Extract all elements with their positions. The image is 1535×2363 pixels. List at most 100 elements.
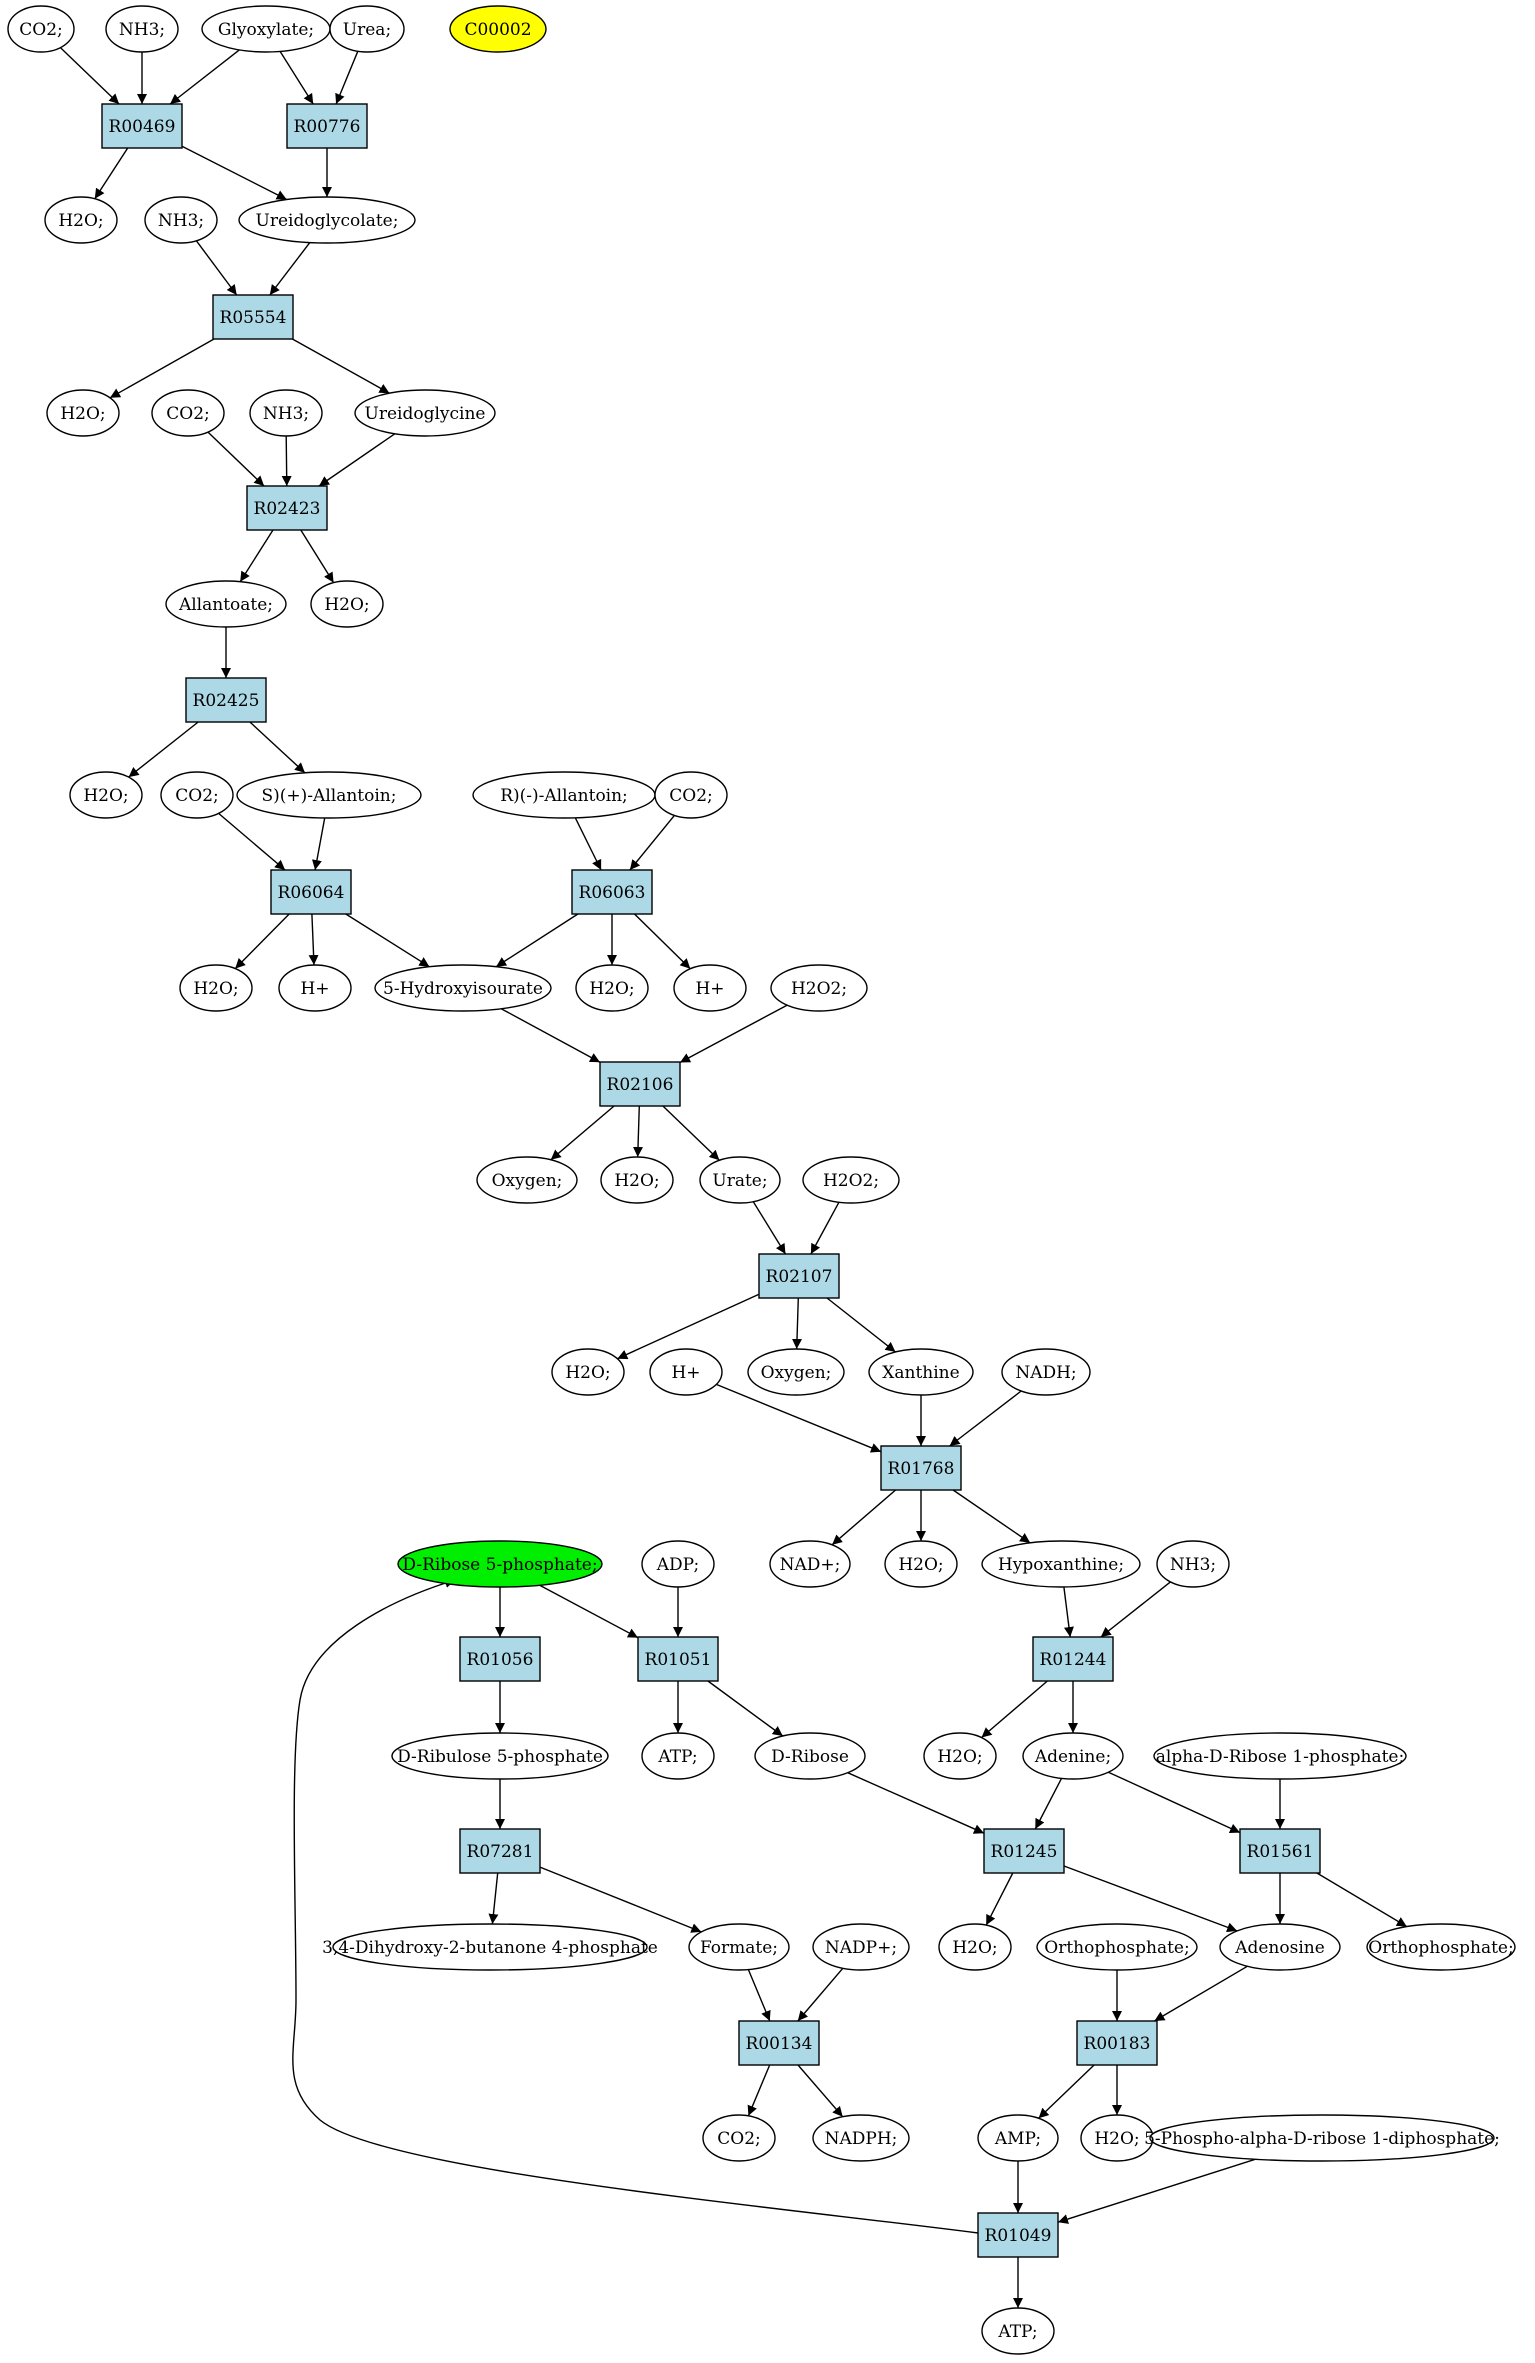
compound-node-c_ribulose5p: D-Ribulose 5-phosphate <box>391 1732 609 1780</box>
reaction-label: R00134 <box>746 2034 813 2054</box>
compound-node-c_nadh: NADH; <box>1001 1348 1091 1396</box>
edge-r01245-to-c_adenosine <box>1063 1865 1238 1933</box>
compound-ellipse <box>802 1156 900 1204</box>
edge-r01768-to-c_hypoxanthine <box>952 1489 1031 1544</box>
edge-r07281-to-c_dhb4p <box>488 1872 499 1925</box>
compound-ellipse <box>1001 1348 1091 1396</box>
compound-node-c_allantoate: Allantoate; <box>165 580 287 628</box>
compound-ellipse <box>374 964 552 1012</box>
compound-node-c_ribose5p: D-Ribose 5-phosphate; <box>397 1540 603 1588</box>
compound-ellipse <box>1036 1923 1198 1971</box>
compound-label: R)(-)-Allantoin; <box>500 786 628 806</box>
reaction-label: R07281 <box>467 1842 534 1862</box>
compound-node-c_h2o_11: H2O; <box>938 1923 1012 1971</box>
compound-node-c_atp_2: ATP; <box>981 2307 1055 2355</box>
compound-label: Urate; <box>712 1171 767 1191</box>
reaction-label: R00776 <box>294 117 361 137</box>
compound-label: Hypoxanthine; <box>998 1555 1124 1575</box>
reaction-node-r01049: R01049 <box>977 2212 1059 2258</box>
compound-label: H2O2; <box>791 979 847 999</box>
edge-c_s_allantoin-to-r06064 <box>311 817 326 871</box>
reaction-box <box>286 103 368 149</box>
reaction-box <box>738 2020 820 2066</box>
compound-label: Adenine; <box>1034 1747 1111 1767</box>
compound-ellipse <box>1149 2114 1495 2162</box>
edge-c_r_allantoin-to-r06063 <box>574 817 602 871</box>
reaction-node-r01051: R01051 <box>637 1636 719 1682</box>
compound-ellipse <box>1219 1923 1341 1971</box>
compound-ellipse <box>770 964 868 1012</box>
compound-node-c_h2o_5: H2O; <box>179 964 253 1012</box>
edge-c_adenosine-to-r00183 <box>1154 1965 1248 2022</box>
compound-node-c_c00002: C00002 <box>449 5 547 53</box>
edge-c_h2o2_1-to-r02106 <box>679 1004 788 1064</box>
compound-node-c_h2o_7: H2O; <box>600 1156 674 1204</box>
edge-c_h2o2_2-to-r02107 <box>810 1201 840 1255</box>
compound-node-c_hplus_1: H+ <box>278 964 352 1012</box>
edge-c_co2_4-to-r06063 <box>629 814 675 871</box>
compound-ellipse <box>69 771 143 819</box>
compound-ellipse <box>1022 1732 1124 1780</box>
reaction-node-r02107: R02107 <box>758 1253 840 1299</box>
edge-r02106-to-c_oxygen_1 <box>550 1105 615 1161</box>
edge-c_ureidoglycolate-to-r05554 <box>269 242 311 296</box>
compound-node-c_formate: Formate; <box>688 1923 790 1971</box>
compound-label: Adenosine <box>1234 1938 1325 1958</box>
compound-node-c_nh3_4: NH3; <box>1156 1540 1230 1588</box>
compound-label: H+ <box>695 979 724 999</box>
reaction-box <box>599 1061 681 1107</box>
compound-label: ATP; <box>657 1747 697 1767</box>
compound-node-c_hypoxanthine: Hypoxanthine; <box>981 1540 1141 1588</box>
compound-ellipse <box>812 1923 910 1971</box>
compound-label: H2O; <box>60 404 105 424</box>
compound-label: S)(+)-Allantoin; <box>262 786 397 806</box>
compound-node-c_co2_3: CO2; <box>160 771 234 819</box>
edge-r00134-to-c_co2_5 <box>747 2064 771 2117</box>
reaction-label: R06063 <box>579 883 646 903</box>
edge-r06064-to-c_5hiu <box>345 913 430 968</box>
reaction-node-r07281: R07281 <box>459 1828 541 1874</box>
compound-label: D-Ribose 5-phosphate; <box>402 1555 597 1575</box>
compound-label: Ureidoglycine <box>365 404 486 424</box>
compound-ellipse <box>747 1348 845 1396</box>
compound-label: Formate; <box>700 1938 778 1958</box>
compound-ellipse <box>654 771 728 819</box>
reaction-label: R01768 <box>888 1459 955 1479</box>
reaction-box <box>571 869 653 915</box>
compound-node-c_oxygen_2: Oxygen; <box>747 1348 845 1396</box>
edge-c_nh3_4-to-r01244 <box>1100 1581 1171 1638</box>
compound-node-c_5hiu: 5-Hydroxyisourate <box>374 964 552 1012</box>
compound-label: CO2; <box>166 404 210 424</box>
compound-node-c_h2o_2: H2O; <box>46 389 120 437</box>
compound-label: H2O; <box>193 979 238 999</box>
compound-label: CO2; <box>175 786 219 806</box>
compound-node-c_h2o_8: H2O; <box>551 1348 625 1396</box>
edge-r06063-to-c_hplus_2 <box>634 913 691 970</box>
compound-label: Allantoate; <box>178 595 273 615</box>
compound-label: Orthophosphate; <box>1368 1938 1513 1958</box>
reaction-node-r01244: R01244 <box>1032 1636 1114 1682</box>
edge-r01244-to-c_h2o_10 <box>981 1680 1048 1739</box>
reaction-label: R00469 <box>109 117 176 137</box>
edge-r06063-to-c_5hiu <box>495 913 579 968</box>
compound-ellipse <box>391 1732 609 1780</box>
edge-c_prpp-to-r01049 <box>1057 2158 1256 2224</box>
compound-ellipse <box>151 389 225 437</box>
compound-label: H2O; <box>589 979 634 999</box>
compound-label: NH3; <box>119 20 165 40</box>
compound-ellipse <box>44 196 118 244</box>
edge-r02423-to-c_h2o_3 <box>300 529 335 583</box>
reaction-box <box>977 2212 1059 2258</box>
compound-label: H2O; <box>952 1938 997 1958</box>
edge-r05554-to-c_h2o_2 <box>109 338 215 399</box>
compound-label: NADPH; <box>825 2129 898 2149</box>
compound-node-c_h2o2_2: H2O2; <box>802 1156 900 1204</box>
reaction-label: R02106 <box>607 1075 674 1095</box>
compound-ellipse <box>1156 1540 1230 1588</box>
edge-r02423-to-c_allantoate <box>239 529 274 583</box>
compound-ellipse <box>449 5 547 53</box>
edge-r02106-to-c_urate <box>662 1105 720 1161</box>
edge-c_ureidoglycine-to-r02423 <box>318 433 396 487</box>
compound-ellipse <box>46 389 120 437</box>
edge-c_co2_2-to-r02423 <box>207 431 265 487</box>
